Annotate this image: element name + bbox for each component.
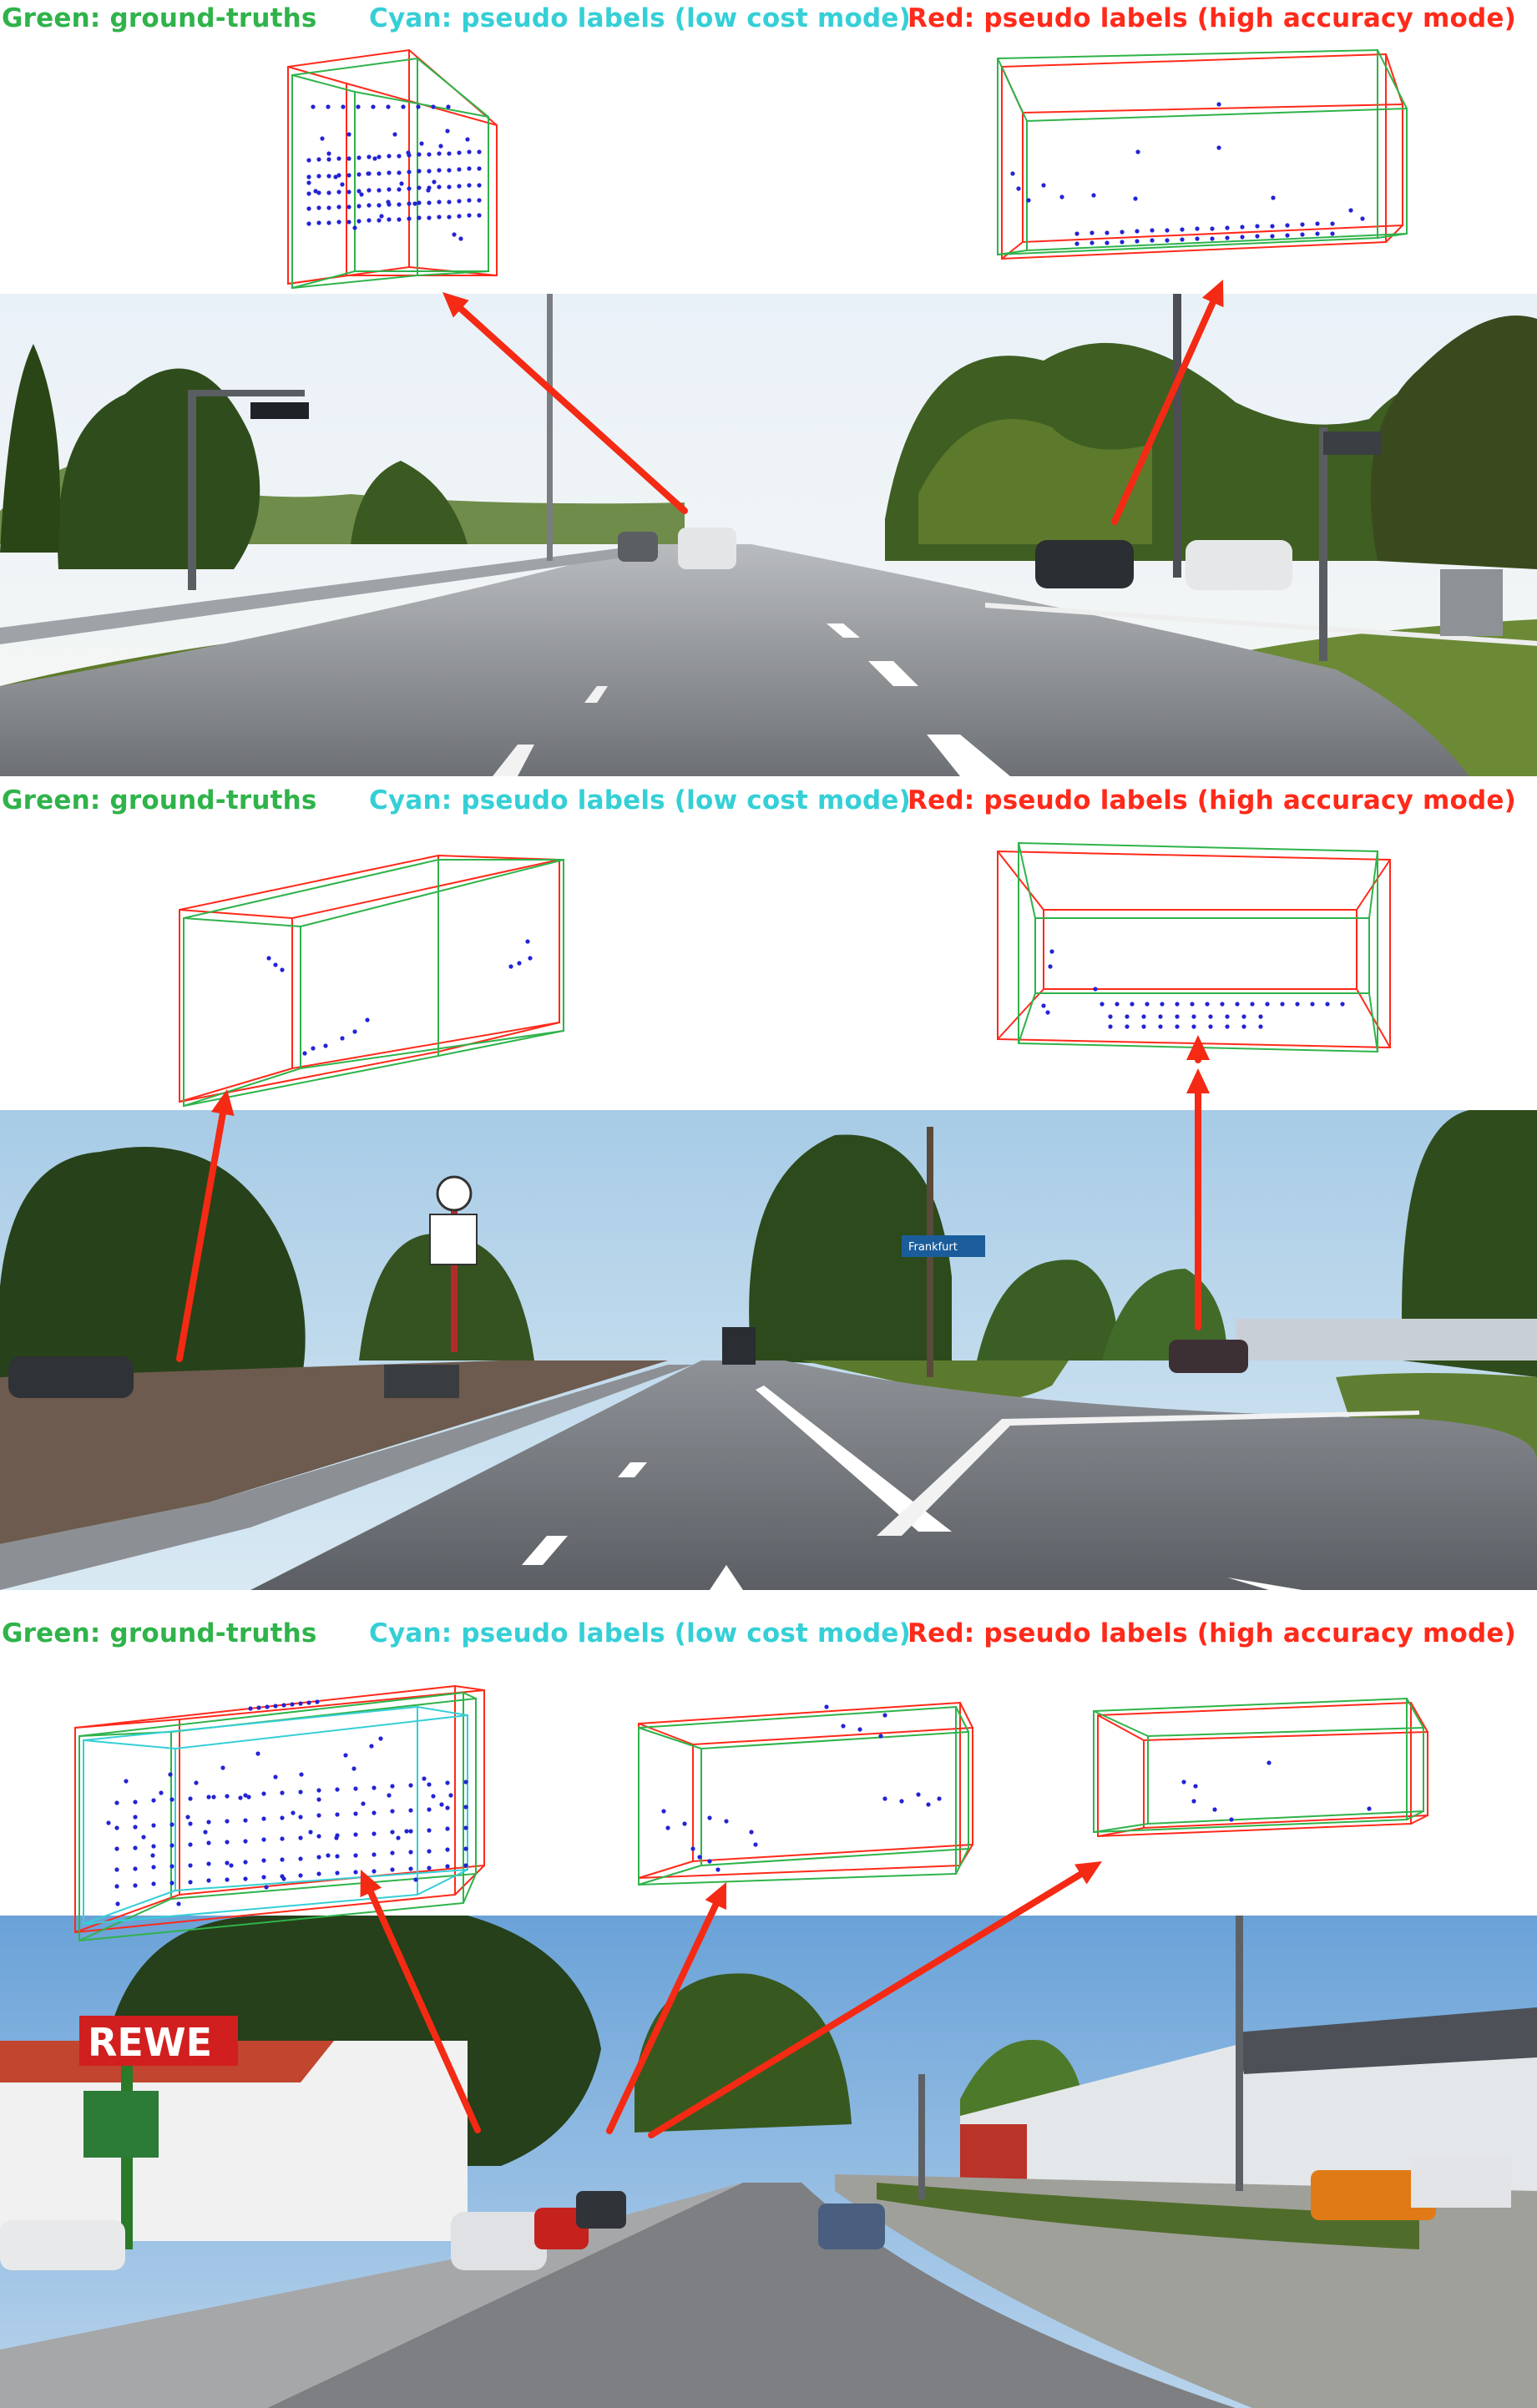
- road-photo-1: [0, 294, 1537, 776]
- legend-red-1: Red: pseudo labels (high accuracy mode): [908, 3, 1516, 33]
- legend-row-1: Green: ground-truths Cyan: pseudo labels…: [0, 0, 1537, 50]
- road-photo-2: Frankfurt: [0, 1110, 1537, 1590]
- legend-cyan-2: Cyan: pseudo labels (low cost mode): [369, 785, 912, 815]
- legend-row-2: Green: ground-truths Cyan: pseudo labels…: [0, 782, 1537, 832]
- legend-cyan-3: Cyan: pseudo labels (low cost mode): [369, 1618, 912, 1648]
- legend-row-3: Green: ground-truths Cyan: pseudo labels…: [0, 1615, 1537, 1665]
- road-photo-3: REWE: [0, 1916, 1537, 2408]
- frankfurt-sign-text: Frankfurt: [908, 1241, 958, 1254]
- rewe-sign-text: REWE: [88, 2020, 212, 2065]
- panel-1: Green: ground-truths Cyan: pseudo labels…: [0, 0, 1537, 776]
- panel-2: Green: ground-truths Cyan: pseudo labels…: [0, 776, 1537, 1590]
- legend-green-1: Green: ground-truths: [2, 3, 317, 33]
- legend-red-2: Red: pseudo labels (high accuracy mode): [908, 785, 1516, 815]
- legend-red-3: Red: pseudo labels (high accuracy mode): [908, 1618, 1516, 1648]
- panel-3: Green: ground-truths Cyan: pseudo labels…: [0, 1590, 1537, 2408]
- legend-cyan-1: Cyan: pseudo labels (low cost mode): [369, 3, 912, 33]
- legend-green-2: Green: ground-truths: [2, 785, 317, 815]
- legend-green-3: Green: ground-truths: [2, 1618, 317, 1648]
